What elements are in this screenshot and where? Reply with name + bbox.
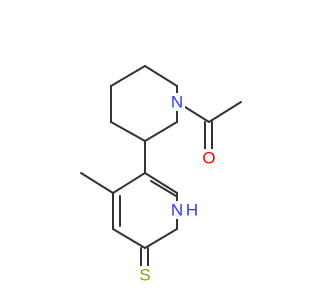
piperidine-ring	[110, 65, 178, 142]
nitrogen-label: N	[171, 93, 183, 112]
atom-label-s-thione: S	[136, 266, 152, 285]
bond	[112, 228, 146, 249]
atom-label-n-piperidine: N	[169, 93, 185, 112]
oxygen-label: O	[202, 149, 215, 168]
molecule-structure-diagram: N O N H S	[80, 65, 242, 285]
bond	[208, 101, 242, 123]
atom-label-o-carbonyl: O	[201, 149, 217, 168]
hydrogen-label: H	[186, 201, 198, 220]
bond	[150, 180, 177, 197]
bond	[110, 121, 146, 142]
nitrogen-label: N	[171, 201, 183, 220]
bond	[144, 172, 178, 194]
thione-double-bond	[140, 247, 149, 269]
acetyl-group	[176, 101, 242, 152]
sulfur-label: S	[139, 266, 150, 285]
pyridine-thione-ring	[112, 172, 178, 249]
bond	[144, 65, 178, 87]
bond	[112, 172, 146, 194]
bond	[144, 121, 178, 142]
bond	[110, 65, 146, 87]
methyl-bond	[80, 172, 114, 194]
bond	[144, 228, 178, 249]
atom-label-nh-pyridine: N H	[169, 201, 201, 220]
